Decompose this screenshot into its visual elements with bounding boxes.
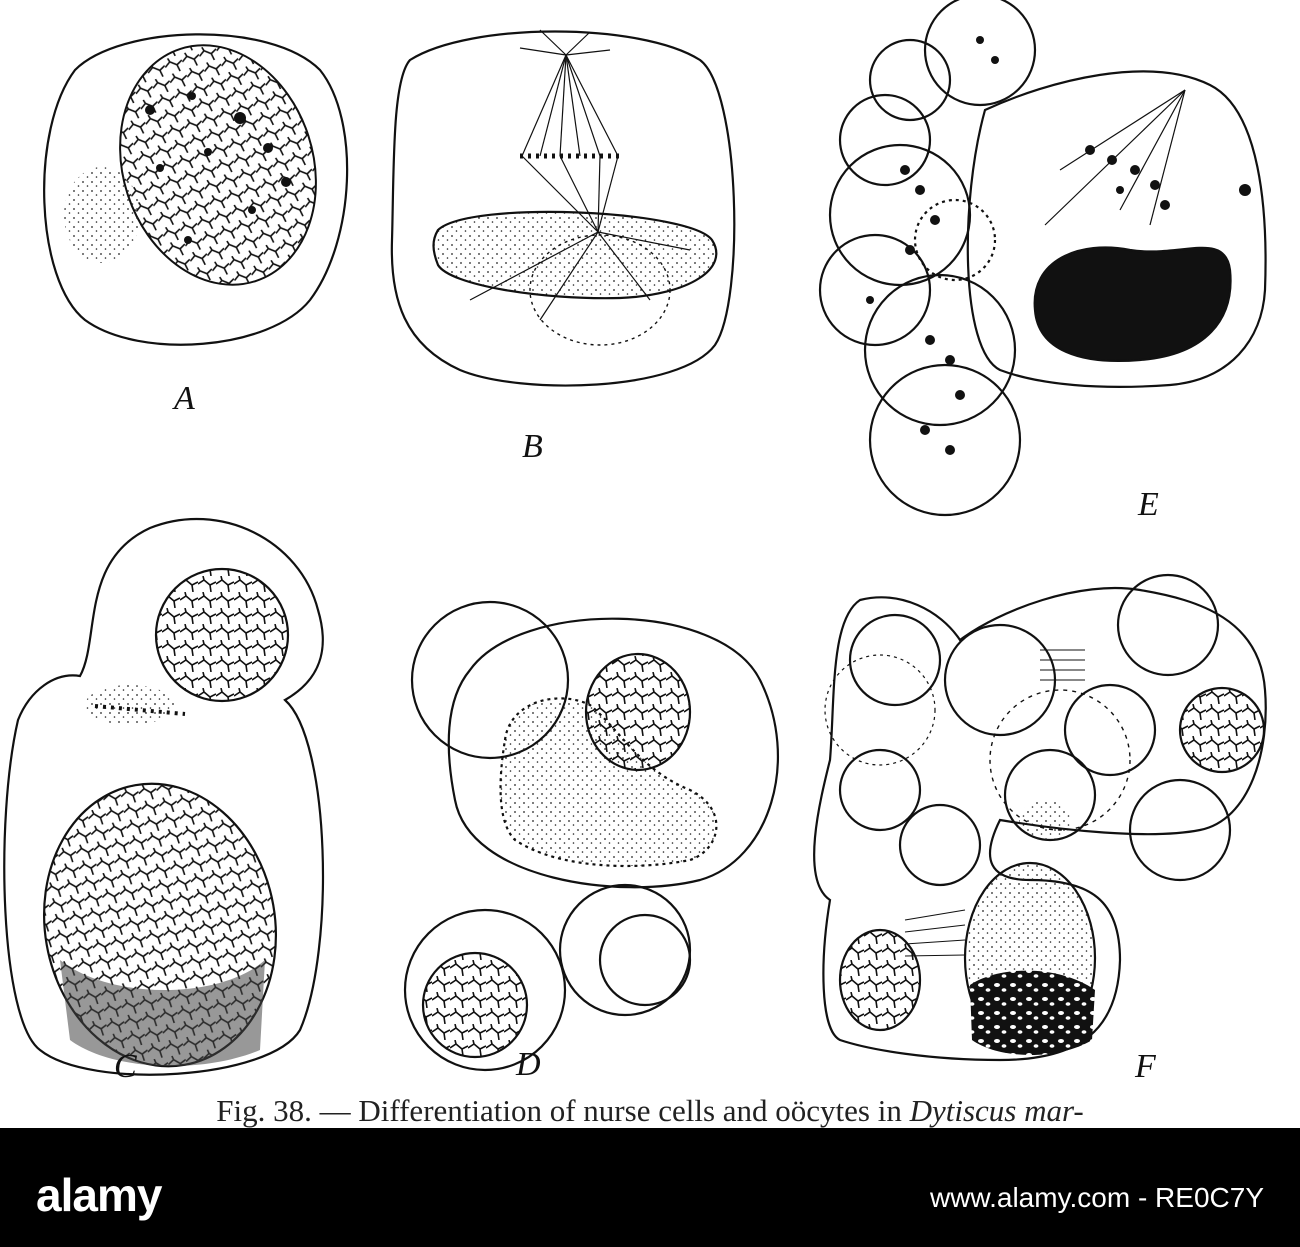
alamy-logo: alamy	[36, 1169, 162, 1221]
panel-label-c: C	[114, 1048, 137, 1085]
panel-label-b: B	[522, 428, 543, 465]
panel-b-drawing	[390, 29, 736, 387]
figure-caption: Fig. 38. — Differentiation of nurse cell…	[0, 1093, 1300, 1129]
panel-d-drawing	[403, 600, 779, 1072]
caption-species: Dytiscus mar-	[909, 1093, 1084, 1128]
panel-label-f: F	[1135, 1048, 1156, 1085]
caption-text: Differentiation of nurse cells and oöcyt…	[358, 1093, 910, 1128]
stock-image-reference: www.alamy.com - RE0C7Y	[929, 1182, 1264, 1213]
panel-f-drawing	[813, 573, 1267, 1062]
caption-dash: —	[311, 1093, 359, 1128]
panel-a-drawing	[43, 33, 349, 346]
panel-label-e: E	[1138, 486, 1159, 523]
figure-plate	[3, 0, 1267, 1076]
panel-label-a: A	[174, 380, 195, 417]
watermark-banner	[0, 1128, 1300, 1247]
panel-c-drawing	[3, 518, 325, 1076]
caption-prefix: Fig. 38.	[216, 1093, 312, 1128]
panel-e-drawing	[818, 0, 1267, 517]
panel-label-d: D	[516, 1046, 541, 1083]
